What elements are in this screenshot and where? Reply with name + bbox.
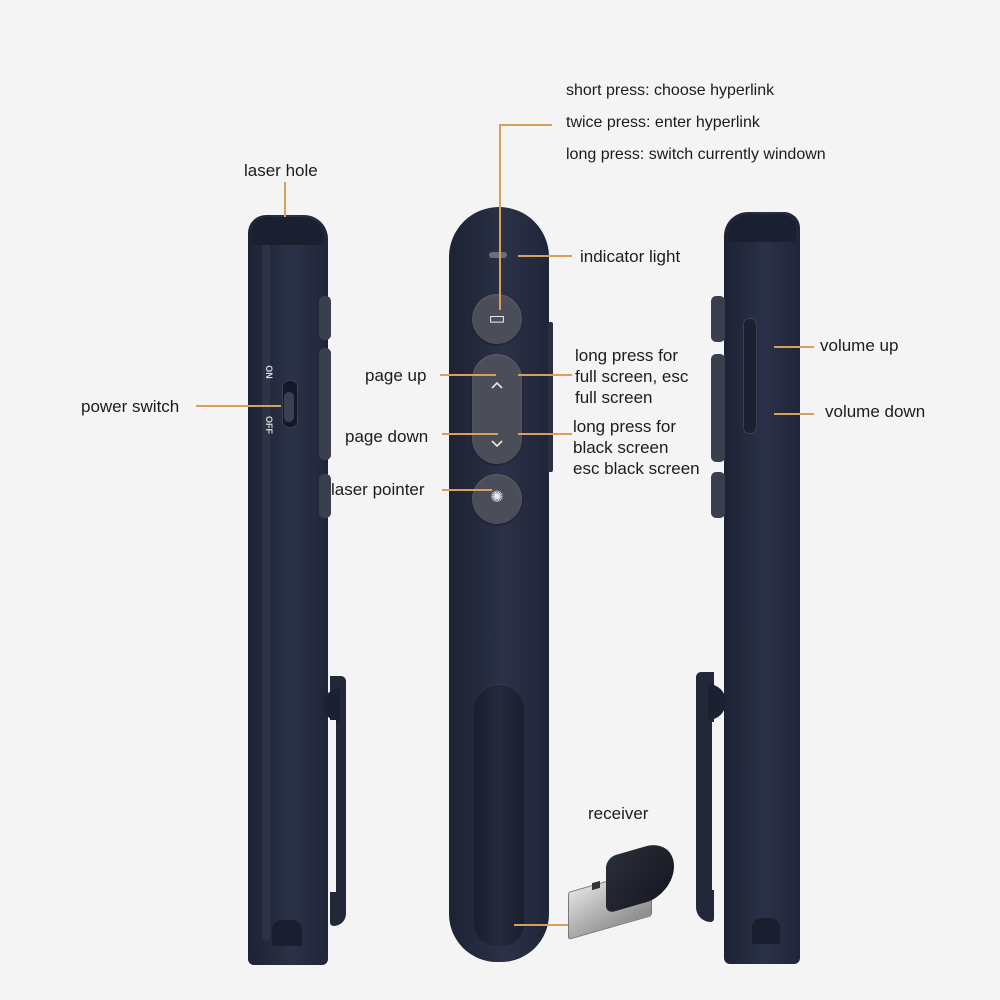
volume-down-label: volume down xyxy=(825,402,926,421)
indicator-light xyxy=(489,252,507,258)
right-clip-pivot xyxy=(708,684,726,720)
laser-pointer-callout xyxy=(442,489,492,491)
window-button[interactable]: ▭ xyxy=(472,294,522,344)
full-screen-note-3: full screen xyxy=(575,388,653,407)
page-down-button[interactable] xyxy=(472,409,522,464)
front-side-edge xyxy=(548,322,553,472)
volume-down-button[interactable] xyxy=(743,375,755,432)
volume-down-callout xyxy=(774,413,814,415)
laser-hole-label: laser hole xyxy=(244,161,318,180)
indicator-light-label: indicator light xyxy=(580,247,681,266)
volume-up-label: volume up xyxy=(820,336,899,355)
window-icon: ▭ xyxy=(488,308,506,328)
indicator-light-callout xyxy=(518,255,572,257)
page-down-callout xyxy=(442,433,498,435)
long-press-note: long press: switch currently windown xyxy=(566,146,826,163)
power-switch-knob xyxy=(284,392,294,422)
twice-press-note: twice press: enter hyperlink xyxy=(566,114,760,131)
right-clip-gap xyxy=(712,722,720,890)
right-side-button-middle xyxy=(711,354,725,462)
left-side-button-bottom xyxy=(319,474,331,518)
black-screen-callout xyxy=(518,433,572,435)
page-up-button[interactable] xyxy=(472,354,522,409)
black-screen-note-2: black screen xyxy=(573,438,669,457)
full-screen-callout xyxy=(518,374,572,376)
receiver-callout xyxy=(514,924,590,926)
left-body-highlight xyxy=(262,240,270,940)
window-button-callout-h xyxy=(500,124,552,126)
switch-on-mark: ON xyxy=(263,365,274,379)
laser-pointer-label: laser pointer xyxy=(331,480,425,499)
left-clip-pivot xyxy=(324,688,340,722)
laser-burst-icon: ✺ xyxy=(490,489,504,506)
left-remote-body xyxy=(248,215,328,965)
volume-up-button[interactable] xyxy=(743,318,755,375)
black-screen-note-3: esc black screen xyxy=(573,459,700,478)
volume-up-callout xyxy=(774,346,814,348)
power-switch-label: power switch xyxy=(81,397,180,416)
switch-off-mark: OFF xyxy=(264,416,274,434)
receiver-label: receiver xyxy=(588,804,649,823)
volume-rocker[interactable] xyxy=(743,318,757,434)
right-bottom-notch xyxy=(752,918,780,944)
left-top-cap xyxy=(252,217,324,245)
usb-cap xyxy=(606,838,674,914)
right-clip-arm xyxy=(696,672,714,922)
left-clip-gap xyxy=(330,720,336,892)
chevron-down-icon xyxy=(491,435,503,448)
black-screen-note-1: long press for xyxy=(573,417,676,436)
left-side-button-middle xyxy=(319,348,331,460)
page-up-label: page up xyxy=(365,366,427,385)
full-screen-note-2: full screen, esc xyxy=(575,367,689,386)
front-clip xyxy=(474,684,524,946)
right-side-button-bottom xyxy=(711,472,725,518)
chevron-up-icon xyxy=(491,376,503,389)
right-side-button-top xyxy=(711,296,725,342)
right-remote-body xyxy=(724,212,800,964)
page-up-callout xyxy=(440,374,496,376)
right-top-cap xyxy=(728,214,796,242)
laser-hole-callout xyxy=(284,182,286,217)
window-button-callout-v xyxy=(499,124,501,310)
page-down-label: page down xyxy=(345,427,429,446)
power-switch-callout xyxy=(196,405,281,407)
left-side-button-top xyxy=(319,296,331,340)
short-press-note: short press: choose hyperlink xyxy=(566,82,775,99)
full-screen-note-1: long press for xyxy=(575,346,678,365)
left-bottom-notch xyxy=(272,920,302,946)
laser-button[interactable]: ✺ xyxy=(472,474,522,524)
